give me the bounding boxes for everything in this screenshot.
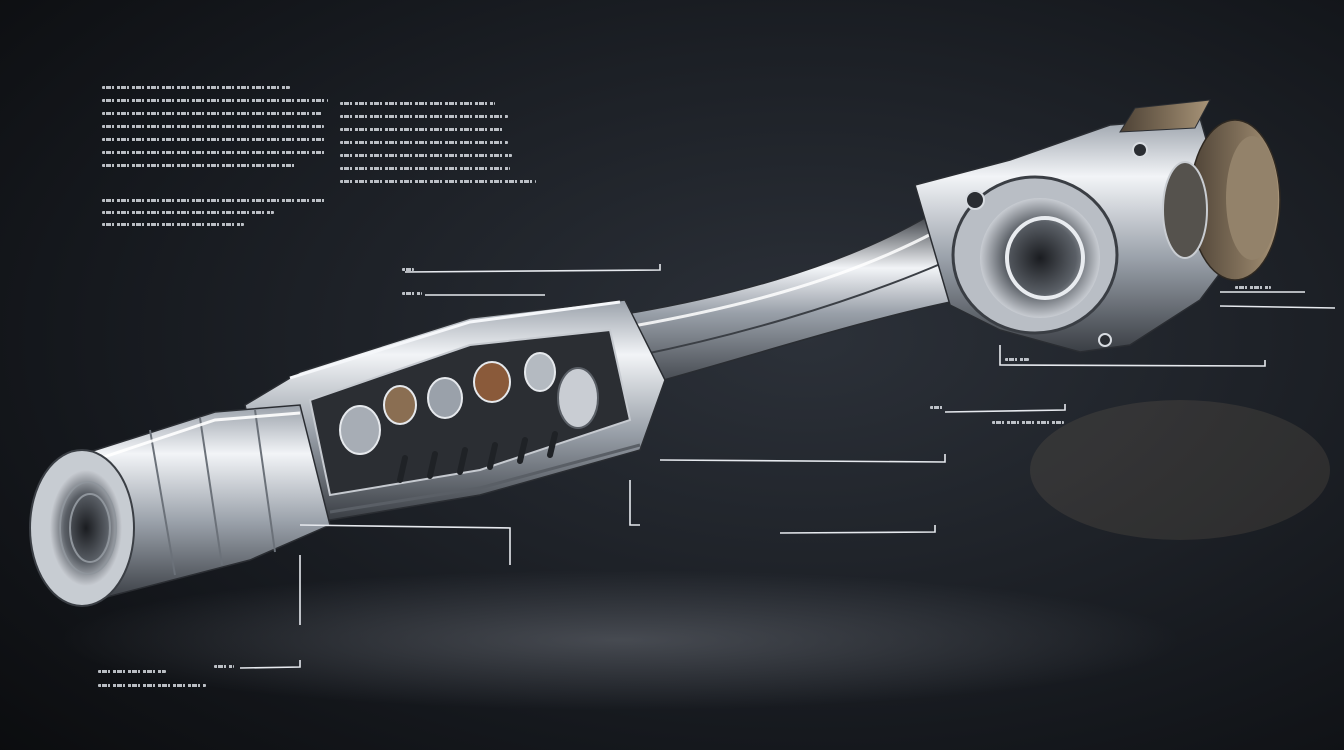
- pseudo-text-line: [102, 99, 328, 102]
- barrel-band-1: [149, 429, 176, 576]
- pseudo-text-line: [340, 180, 536, 183]
- barrel-thread-2: [69, 493, 111, 563]
- bolt-hole-top: [965, 190, 985, 210]
- pseudo-text-line: [402, 268, 414, 271]
- callout-line-3: [999, 345, 1266, 367]
- pseudo-text-block-bottom-left: [98, 670, 210, 687]
- internal-gear-5: [524, 352, 556, 392]
- pseudo-text-block-top-left: [102, 86, 330, 167]
- bolt-hole-right: [1132, 142, 1148, 158]
- pseudo-text-line: [992, 421, 1064, 424]
- pseudo-label-callout-1: [402, 268, 416, 271]
- barrel-thread-1: [59, 481, 117, 575]
- cylinder-rib-top: [289, 300, 621, 380]
- barrel-band-2: [199, 417, 223, 566]
- pseudo-text-line: [102, 164, 297, 167]
- callout-lines: [239, 264, 1336, 669]
- bracket-tab: [1119, 99, 1211, 133]
- pseudo-text-line: [102, 211, 274, 214]
- callout-line-11: [239, 660, 301, 669]
- end-cap-bearing: [1162, 161, 1208, 259]
- pseudo-text-line: [102, 223, 244, 226]
- callout-line-10: [779, 525, 936, 534]
- pseudo-label-callout-5: [930, 406, 946, 409]
- pseudo-text-line: [102, 199, 326, 202]
- pseudo-label-right-middle: [992, 421, 1068, 424]
- pseudo-text-line: [102, 138, 327, 141]
- pseudo-text-line: [340, 128, 505, 131]
- callout-line-6: [659, 454, 946, 463]
- front-barrel: [29, 404, 331, 607]
- pseudo-text-line: [102, 86, 290, 89]
- pseudo-text-line: [102, 112, 322, 115]
- floor-reflection-right: [1030, 400, 1330, 540]
- pseudo-text-line: [340, 141, 508, 144]
- callout-line-4: [1219, 291, 1336, 309]
- internal-gear-2: [383, 385, 417, 425]
- barrel-band-3: [254, 409, 276, 553]
- rod-shaft-groove: [614, 261, 946, 361]
- pseudo-label-callout-4: [1235, 286, 1275, 289]
- cutaway-cylinder: [244, 299, 666, 521]
- barrel-mouth-bore: [50, 470, 122, 586]
- bolt-hole-bottom: [1098, 333, 1112, 347]
- big-end-bore-ring: [1005, 216, 1085, 300]
- floor-reflection: [60, 570, 1180, 710]
- internal-gear-6: [557, 367, 599, 429]
- pseudo-text-line: [930, 406, 944, 409]
- end-cap: [1162, 119, 1281, 281]
- pseudo-text-block-top-middle: [340, 102, 540, 183]
- pseudo-text-line: [98, 684, 206, 687]
- callout-line-5: [944, 404, 1066, 413]
- pseudo-text-line: [214, 665, 234, 668]
- pseudo-label-callout-2: [402, 292, 424, 295]
- cylinder-rib-bottom: [329, 443, 641, 514]
- pseudo-text-line: [1235, 286, 1271, 289]
- pseudo-text-block-note: [102, 199, 332, 226]
- callout-line-1: [404, 264, 661, 273]
- pseudo-text-line: [340, 115, 508, 118]
- pseudo-text-line: [102, 151, 326, 154]
- pseudo-text-line: [340, 102, 495, 105]
- pseudo-label-callout-3: [1005, 358, 1031, 361]
- pseudo-text-line: [402, 292, 422, 295]
- rod-shaft-highlight: [609, 230, 936, 332]
- internal-gear-3: [427, 377, 463, 419]
- pseudo-text-line: [340, 167, 510, 170]
- pseudo-text-line: [102, 125, 324, 128]
- pseudo-text-line: [98, 670, 166, 673]
- pseudo-text-line: [1005, 358, 1029, 361]
- pseudo-text-line: [340, 154, 512, 157]
- internal-gear-4: [473, 361, 511, 403]
- internal-gear-1: [339, 405, 381, 455]
- callout-line-7: [629, 480, 640, 526]
- cylinder-slots: [397, 431, 558, 483]
- end-cap-face: [1226, 136, 1278, 260]
- callout-line-8: [299, 524, 511, 565]
- barrel-highlight: [94, 411, 301, 462]
- pseudo-label-callout-11: [214, 665, 238, 668]
- big-end-housing: [914, 99, 1231, 353]
